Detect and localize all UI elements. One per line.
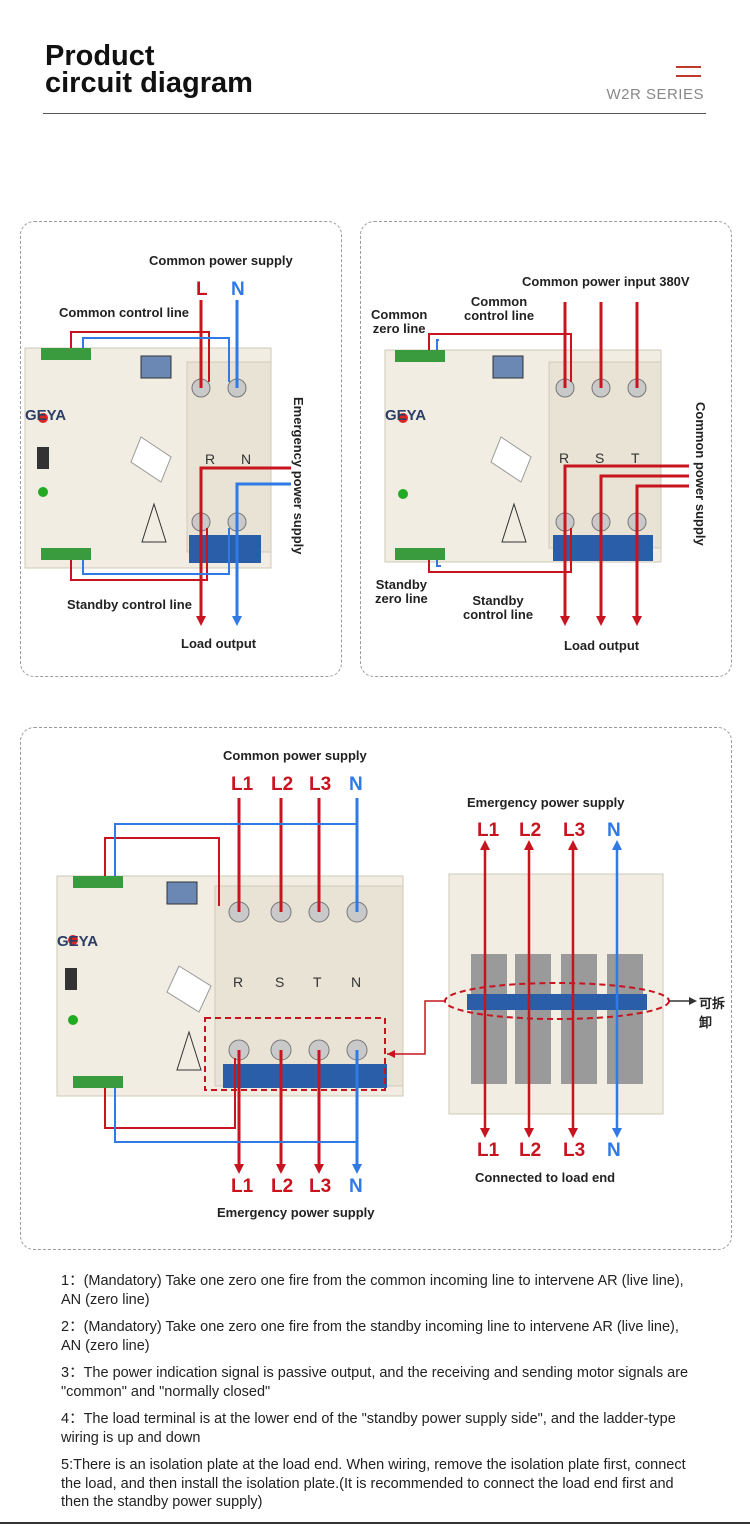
solar-panel-icon (140, 355, 172, 379)
emergency-power-supply-bottom-label: Emergency power supply (217, 1205, 375, 1220)
note-4: 4：The load terminal is at the lower end … (61, 1411, 676, 1446)
indicator-a-icon (398, 413, 408, 423)
indicator-a-icon (68, 935, 78, 945)
top-phase-l3: L3 (309, 774, 332, 795)
load-output-label: Load output (564, 638, 640, 653)
detachable-label: 可拆卸 (699, 996, 726, 1030)
power-tower-icon (501, 502, 527, 543)
standby-zero-line-label: Standby zero line (375, 577, 428, 606)
power-tower-icon (141, 502, 167, 543)
top-phase-l1: L1 (231, 774, 254, 795)
right-bottom-phase-l2: L2 (519, 1140, 542, 1161)
terminal-n-label: N (241, 451, 252, 467)
diagram-panel-single-phase: Common power supply L N Common control l… (20, 221, 342, 677)
indicator-b-icon (68, 1015, 78, 1025)
footer-divider (0, 1522, 750, 1524)
manual-handle (490, 436, 532, 483)
emergency-power-supply-top-label: Emergency power supply (467, 795, 625, 810)
header-divider (43, 113, 706, 114)
common-power-input-label: Common power input 380V (522, 274, 690, 289)
diagram-panel-four-wire: Common power supply L1 L2 L3 N Emergency… (20, 727, 732, 1250)
note-2: 2：(Mandatory) Take one zero one fire fro… (61, 1319, 679, 1354)
aux-terminal-b (41, 548, 91, 560)
common-power-supply-label: Common power supply (223, 748, 367, 763)
common-power-supply-vertical-label: Common power supply (693, 402, 708, 546)
title-line-1: Product (45, 40, 155, 72)
manual-handle (130, 436, 172, 483)
aux-terminal-b (73, 1076, 123, 1088)
bottom-phase-l1: L1 (231, 1176, 254, 1197)
terminal-r-label: R (233, 974, 244, 990)
diagram-panel-three-phase: Common power input 380V Common zero line… (360, 221, 732, 677)
mode-switch (37, 447, 49, 469)
common-control-line-label: Common control line (59, 305, 189, 320)
indicator-a-icon (38, 413, 48, 423)
aux-terminal-b (395, 548, 445, 560)
terminal-r-label: R (205, 451, 216, 467)
terminal-s-label: S (595, 450, 605, 466)
right-bottom-phase-l1: L1 (477, 1140, 500, 1161)
bottom-phase-l2: L2 (271, 1176, 294, 1197)
brand-logo: GEYA (57, 933, 99, 950)
note-3: 3：The power indication signal is passive… (61, 1365, 689, 1400)
aux-terminal-a (41, 348, 91, 360)
manual-handle (166, 965, 212, 1013)
page-title: Product circuit diagram (45, 40, 253, 99)
series-label: W2R SERIES (606, 86, 704, 103)
top-phase-n: N (349, 774, 363, 795)
four-wire-wiring (56, 798, 697, 1174)
brand-logo: GEYA (385, 407, 427, 424)
common-power-supply-label: Common power supply (149, 253, 293, 268)
note-1: 1：(Mandatory) Take one zero one fire fro… (61, 1273, 684, 1308)
wiring-notes: 1：(Mandatory) Take one zero one fire fro… (61, 1272, 701, 1521)
right-bottom-phase-l3: L3 (563, 1140, 586, 1161)
power-tower-icon (176, 1030, 202, 1071)
blue-isolation-plate (223, 1064, 387, 1088)
right-top-phase-l2: L2 (519, 820, 542, 841)
connected-to-load-end-label: Connected to load end (475, 1170, 616, 1185)
series-mark-icon (676, 66, 701, 77)
terminal-r-label: R (559, 450, 570, 466)
right-bottom-phase-n: N (607, 1140, 621, 1161)
terminal-s-label: S (275, 974, 285, 990)
common-zero-line-label: Common zero line (371, 307, 428, 336)
aux-terminal-a (395, 350, 445, 362)
single-phase-wiring (24, 300, 291, 626)
solar-panel-icon (166, 881, 198, 905)
indicator-b-icon (38, 487, 48, 497)
standby-control-line-label: Standby control line (463, 593, 534, 622)
right-top-phase-l3: L3 (563, 820, 586, 841)
right-top-phase-n: N (607, 820, 621, 841)
terminal-n-label: N (351, 974, 362, 990)
emergency-power-supply-label: Emergency power supply (291, 397, 306, 555)
phase-n-label: N (231, 279, 245, 300)
brand-logo: GEYA (25, 407, 67, 424)
top-phase-l2: L2 (271, 774, 294, 795)
note-5: 5:There is an isolation plate at the loa… (61, 1457, 686, 1510)
aux-terminal-a (73, 876, 123, 888)
terminal-t-label: T (631, 450, 640, 466)
isolation-highlight-box (204, 1017, 386, 1091)
removable-isolation-plate (467, 994, 647, 1010)
solar-panel-icon (492, 355, 524, 379)
standby-control-line-label: Standby control line (67, 597, 192, 612)
phase-l-label: L (196, 279, 208, 300)
indicator-b-icon (398, 489, 408, 499)
bottom-phase-l3: L3 (309, 1176, 332, 1197)
terminal-t-label: T (313, 974, 322, 990)
right-top-phase-l1: L1 (477, 820, 500, 841)
title-line-2: circuit diagram (45, 67, 253, 99)
three-phase-wiring (384, 302, 689, 626)
bottom-phase-n: N (349, 1176, 363, 1197)
mode-switch (65, 968, 77, 990)
common-control-line-label: Common control line (464, 294, 535, 323)
load-output-label: Load output (181, 636, 257, 651)
